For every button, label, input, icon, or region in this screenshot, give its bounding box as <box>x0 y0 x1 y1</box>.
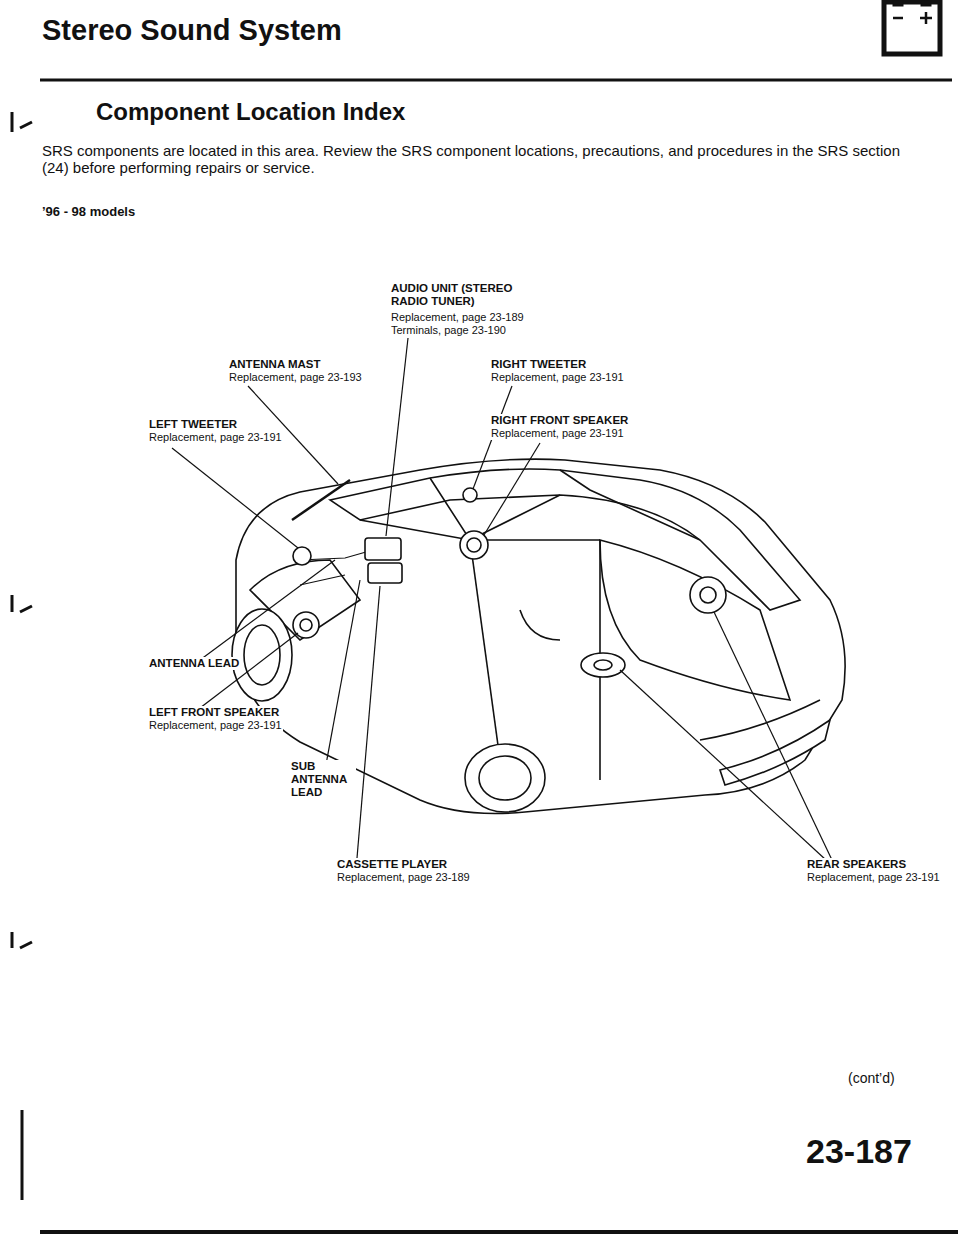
page-ref: Replacement, page 23-191 <box>806 871 941 884</box>
part-name: REAR SPEAKERS <box>806 858 907 871</box>
part-name: SUB ANTENNA LEAD <box>290 760 356 800</box>
part-name: ANTENNA MAST <box>228 358 322 371</box>
page-number: 23-187 <box>806 1132 912 1171</box>
part-name: RIGHT FRONT SPEAKER <box>490 414 629 427</box>
srs-note: SRS components are located in this area.… <box>42 142 922 177</box>
section-heading: Component Location Index <box>96 98 405 126</box>
page-ref: Replacement, page 23-191 <box>148 431 283 444</box>
page-ref: Replacement, page 23-191 <box>490 427 625 440</box>
continued-note: (cont’d) <box>848 1070 895 1086</box>
leader-lines <box>172 338 832 860</box>
part-name: LEFT TWEETER <box>148 418 238 431</box>
car-illustration <box>232 459 845 813</box>
page-ref: Replacement, page 23-191 <box>490 371 625 384</box>
header-rule <box>40 79 952 82</box>
part-name: ANTENNA LEAD <box>148 657 240 670</box>
page-ref: Replacement, page 23-191 <box>148 719 283 732</box>
part-name: AUDIO UNIT (STEREO RADIO TUNER) <box>390 282 522 308</box>
page-ref: Terminals, page 23-190 <box>390 324 507 337</box>
part-name: LEFT FRONT SPEAKER <box>148 706 280 719</box>
part-name: RIGHT TWEETER <box>490 358 587 371</box>
page-ref: Replacement, page 23-189 <box>390 311 525 324</box>
margin-marks <box>12 112 958 1232</box>
page-title: Stereo Sound System <box>42 14 342 47</box>
battery-icon <box>884 0 940 54</box>
page-ref: Replacement, page 23-189 <box>336 871 471 884</box>
part-name: CASSETTE PLAYER <box>336 858 448 871</box>
model-range: ’96 - 98 models <box>42 205 135 220</box>
page-ref: Replacement, page 23-193 <box>228 371 363 384</box>
